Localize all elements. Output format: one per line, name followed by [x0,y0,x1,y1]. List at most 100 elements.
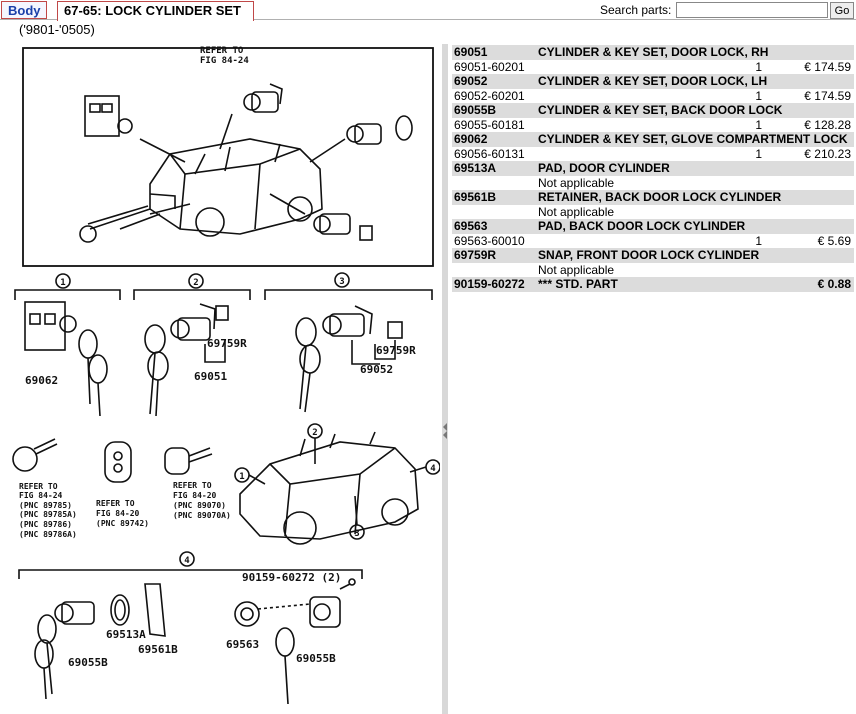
part-description: PAD, BACK DOOR LOCK CYLINDER [538,219,746,233]
label-69052: 69052 [360,363,393,376]
key-part-top [79,205,151,243]
part-number: 69563 [454,219,488,233]
part-price: € 174.59 [804,59,851,74]
label-69563: 69563 [226,638,259,651]
refer-c-4: (PNC 89070A) [173,511,231,520]
label-69051: 69051 [194,370,227,383]
refer-b-1: REFER TO [96,499,135,508]
part-detail-row[interactable]: 69563-60010 1 € 5.69 [452,233,854,248]
overview-frame [22,47,434,267]
refer-a-3: (PNC 89785) [19,501,72,510]
front-cylinder-part-top [313,213,373,241]
key-fob-drawing-b [104,441,132,483]
parts-illustration: REFER TO FIG 84-24 1 2 3 2 1 3 4 4 69062… [12,46,440,705]
key-drawing-a [12,438,58,472]
top-bar-rule [0,19,856,20]
label-69759r-a: 69759R [207,337,247,350]
part-number: 69051-60201 [454,59,525,74]
part-description: RETAINER, BACK DOOR LOCK CYLINDER [538,190,782,204]
part-price: € 128.28 [804,117,851,132]
part-description: *** STD. PART [538,277,618,291]
part-detail-row[interactable]: Not applicable [452,204,854,219]
part-quantity: 1 [755,233,762,248]
part-number: 69056-60131 [454,146,525,161]
part-description: CYLINDER & KEY SET, GLOVE COMPARTMENT LO… [538,132,848,146]
label-69513a: 69513A [106,628,146,641]
part-description: Not applicable [538,262,615,277]
group-3-label: 3 [339,277,344,287]
group-2-label: 2 [193,278,198,288]
part-price: € 0.88 [817,277,851,291]
tab-body[interactable]: Body [1,1,47,19]
tab-lock-cylinder-set[interactable]: 67-65: LOCK CYLINDER SET [57,1,254,21]
part-price: € 5.69 [817,233,851,248]
part-description: Not applicable [538,175,615,190]
group4-drawing [34,578,356,705]
part-number: 69055-60181 [454,117,525,132]
label-69561b: 69561B [138,643,178,656]
part-number: 90159-60272 [454,277,525,291]
key-drawing-c [164,447,213,475]
search-label: Search parts: [600,3,672,17]
panel-splitter[interactable] [442,44,448,714]
refer-a-5: (PNC 89786) [19,520,72,529]
part-row[interactable]: 69563 PAD, BACK DOOR LOCK CYLINDER [452,219,854,234]
car-callout-3: 3 [354,529,359,539]
part-number: 69563-60010 [454,233,525,248]
part-quantity: 1 [755,146,762,161]
group3-drawing [295,305,403,413]
refer-top-line2: FIG 84-24 [200,56,249,66]
glove-lock-part-top [84,95,133,137]
search-input[interactable] [676,2,828,18]
car-callout-4: 4 [430,464,436,474]
part-description: PAD, DOOR CYLINDER [538,161,670,175]
refer-a-6: (PNC 89786A) [19,530,77,539]
part-number: 69513A [454,161,497,175]
part-number: 69051 [454,45,488,59]
group2-drawing [144,303,229,417]
part-detail-row[interactable]: 69051-60201 1 € 174.59 [452,59,854,74]
model-years: ('9801-'0505) [19,22,95,37]
label-std-part: 90159-60272 (2) [242,571,341,584]
part-number: 69052-60201 [454,88,525,103]
part-quantity: 1 [755,117,762,132]
part-number: 69052 [454,74,488,88]
part-description: SNAP, FRONT DOOR LOCK CYLINDER [538,248,760,262]
label-69055b-a: 69055B [68,656,108,669]
part-quantity: 1 [755,59,762,74]
part-quantity: 1 [755,88,762,103]
group1-drawing [24,301,108,417]
part-row[interactable]: 69513A PAD, DOOR CYLINDER [452,161,854,176]
part-detail-row[interactable]: 69056-60131 1 € 210.23 [452,146,854,161]
part-row[interactable]: 90159-60272 *** STD. PART € 0.88 [452,277,854,292]
splitter-arrow-icon[interactable] [442,422,448,440]
group-1-label: 1 [60,278,65,288]
refer-a-1: REFER TO [19,482,58,491]
refer-b-2: FIG 84-20 [96,509,140,518]
part-description: Not applicable [538,204,615,219]
part-detail-row[interactable]: Not applicable [452,262,854,277]
group-4-label: 4 [184,556,190,566]
vehicle-overview-drawing [149,138,323,237]
refer-a-4: (PNC 89785A) [19,510,77,519]
refer-c-2: FIG 84-20 [173,491,217,500]
part-detail-row[interactable]: Not applicable [452,175,854,190]
label-69062: 69062 [25,374,58,387]
top-bar: Body 67-65: LOCK CYLINDER SET Search par… [0,0,856,21]
part-detail-row[interactable]: 69055-60181 1 € 128.28 [452,117,854,132]
label-69759r-b: 69759R [376,344,416,357]
part-number: 69062 [454,132,488,146]
part-row[interactable]: 69062 CYLINDER & KEY SET, GLOVE COMPARTME… [452,132,854,147]
part-price: € 210.23 [804,146,851,161]
vehicle-side-drawing [239,431,419,545]
back-cylinder-part-top [346,115,413,145]
go-button[interactable]: Go [830,2,854,19]
refer-c-3: (PNC 89070) [173,501,226,510]
